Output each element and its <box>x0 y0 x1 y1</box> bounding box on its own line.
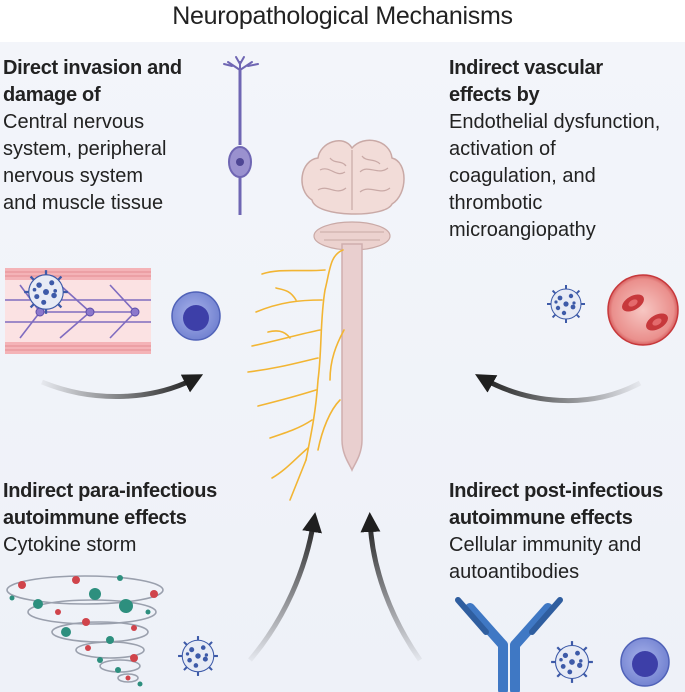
red-blood-cells-icon <box>607 274 679 346</box>
direct-invasion-heading-2: damage of <box>3 84 101 106</box>
para-infectious-heading-2: autoimmune effects <box>3 507 187 529</box>
vascular-effects-body-4: thrombotic <box>449 192 543 214</box>
immune-cell-icon <box>171 291 221 341</box>
direct-invasion-body-2: system, peripheral <box>3 138 167 160</box>
neuron-icon <box>223 56 259 215</box>
arrow-from-vascular-effects <box>475 374 642 404</box>
vascular-effects-heading-1: Indirect vascular <box>449 57 603 79</box>
post-infectious-text: Indirect post-infectious autoimmune effe… <box>449 478 685 586</box>
vascular-effects-body-3: coagulation, and <box>449 165 596 187</box>
vascular-effects-body-5: microangiopathy <box>449 219 596 241</box>
direct-invasion-text: Direct invasion and damage of Central ne… <box>3 55 243 217</box>
brain-icon <box>301 139 405 251</box>
post-infectious-heading-2: autoimmune effects <box>449 507 633 529</box>
antibody-icon <box>455 597 563 692</box>
post-infectious-heading-1: Indirect post-infectious <box>449 480 663 502</box>
cytokine-storm-icon <box>6 575 164 687</box>
post-infectious-body-1: Cellular immunity and <box>449 534 642 556</box>
arrow-from-para-infectious <box>248 512 322 662</box>
nerves-icon <box>247 249 345 501</box>
virus-icon <box>22 268 69 316</box>
direct-invasion-body-1: Central nervous <box>3 111 145 133</box>
para-infectious-body-1: Cytokine storm <box>3 534 137 556</box>
direct-invasion-heading-1: Direct invasion and <box>3 57 182 79</box>
diagram-title: Neuropathological Mechanisms <box>172 2 513 30</box>
vascular-effects-text: Indirect vascular effects by Endothelial… <box>449 55 685 244</box>
virus-icon <box>549 639 595 685</box>
virus-icon <box>546 284 586 324</box>
vascular-effects-heading-2: effects by <box>449 84 540 106</box>
immune-cell-icon <box>620 637 670 687</box>
spinal-cord-icon <box>341 243 363 473</box>
para-infectious-heading-1: Indirect para-infectious <box>3 480 217 502</box>
post-infectious-body-2: autoantibodies <box>449 561 580 583</box>
direct-invasion-body-3: nervous system <box>3 165 144 187</box>
para-infectious-text: Indirect para-infectious autoimmune effe… <box>3 478 253 559</box>
virus-icon <box>177 634 219 678</box>
vascular-effects-body-2: activation of <box>449 138 556 160</box>
direct-invasion-body-4: and muscle tissue <box>3 192 164 214</box>
arrow-from-direct-invasion <box>41 374 204 400</box>
blood-vessel-icon <box>5 268 151 354</box>
arrow-from-post-infectious <box>360 512 423 662</box>
vascular-effects-body-1: Endothelial dysfunction, <box>449 111 661 133</box>
